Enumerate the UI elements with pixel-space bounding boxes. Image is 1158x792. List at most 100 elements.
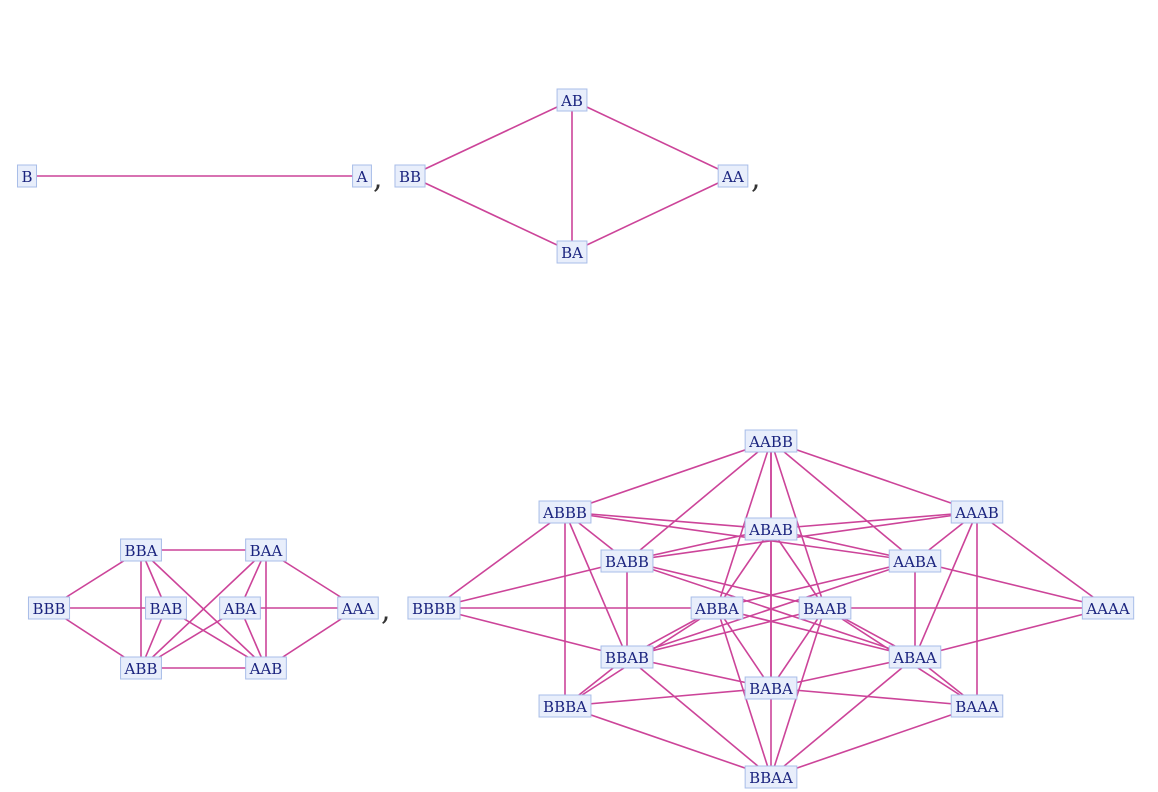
node-g3-AAA: AAA	[337, 596, 379, 620]
separator-comma-2: ,	[751, 161, 761, 196]
edge-g4-BAAB-BBAB	[626, 607, 826, 658]
edge-g4-ABBB-ABAB	[564, 511, 772, 530]
edge-g4-BABA-BAAA	[770, 687, 978, 707]
node-g4-AAAB: AAAB	[950, 500, 1004, 524]
node-box	[120, 538, 162, 562]
node-label: BB	[399, 168, 421, 186]
node-g4-AABB: AABB	[744, 429, 798, 453]
node-label: BAB	[150, 600, 183, 618]
node-g3-BBA: BBA	[120, 538, 162, 562]
node-g4-BBAB: BBAB	[600, 645, 654, 669]
node-label: BABB	[605, 553, 649, 571]
node-box	[352, 164, 372, 188]
edge-g3-BAA-ABB	[140, 549, 267, 669]
edges-layer	[27, 99, 1109, 778]
node-g4-BBBB: BBBB	[407, 596, 461, 620]
node-label: AA	[721, 168, 744, 186]
edge-g4-ABBA-BABA	[716, 607, 772, 689]
node-label: AAA	[341, 600, 375, 618]
edge-g4-BBAB-BBAA	[626, 656, 772, 778]
node-box	[538, 694, 592, 718]
node-g1-B: B	[16, 164, 38, 188]
node-g3-AAB: AAB	[245, 656, 287, 680]
node-box	[219, 596, 261, 620]
node-label: AABB	[748, 433, 793, 451]
edge-g4-ABBB-BBAB	[564, 511, 628, 658]
node-label: BBB	[32, 600, 65, 618]
node-box	[798, 596, 852, 620]
node-label: A	[356, 168, 368, 186]
edge-g4-BABA-BBBA	[564, 687, 772, 707]
node-label: AAAA	[1085, 600, 1129, 618]
node-g4-ABAB: ABAB	[744, 517, 798, 541]
node-label: ABA	[223, 600, 257, 618]
node-box	[744, 765, 798, 789]
node-label: BBBB	[412, 600, 456, 618]
node-label: ABBB	[542, 504, 587, 522]
edge-g2-AB-AA	[571, 99, 734, 177]
node-label: AB	[560, 92, 583, 110]
node-box	[556, 88, 588, 112]
edge-g4-ABBA-ABAA	[716, 607, 916, 658]
edge-g4-AABB-ABBA	[716, 440, 772, 609]
edge-g2-AA-BA	[571, 175, 734, 253]
node-g4-BABB: BABB	[600, 549, 654, 573]
node-label: ABAB	[748, 521, 793, 539]
node-g4-ABBB: ABBB	[538, 500, 592, 524]
edge-g4-AABB-AAAB	[770, 440, 978, 513]
edge-g4-AAAB-ABAB	[770, 511, 978, 530]
edge-g4-BAAB-BBAA	[770, 607, 826, 778]
edge-g4-ABAB-ABBA	[716, 528, 772, 609]
node-g3-BBB: BBB	[27, 596, 71, 620]
node-g4-BBBA: BBBA	[538, 694, 592, 718]
node-label: ABBA	[694, 600, 739, 618]
node-box	[120, 656, 162, 680]
node-box	[888, 645, 942, 669]
node-g1-A: A	[352, 164, 372, 188]
node-label: AAB	[249, 660, 283, 678]
edge-g4-ABBA-BBAA	[716, 607, 772, 778]
node-box	[950, 694, 1004, 718]
node-box	[600, 645, 654, 669]
edge-g4-BBBB-BBAB	[433, 607, 628, 658]
node-box	[690, 596, 744, 620]
node-box	[245, 538, 287, 562]
node-box	[744, 517, 798, 541]
edge-g4-BAAB-BABA	[770, 607, 826, 689]
node-g2-AA: AA	[717, 164, 749, 188]
node-box	[744, 429, 798, 453]
edge-g4-BAAA-BBAA	[770, 705, 978, 778]
node-g3-ABA: ABA	[219, 596, 261, 620]
node-box	[394, 164, 426, 188]
node-box	[744, 676, 798, 700]
node-box	[16, 164, 38, 188]
node-g4-AAAA: AAAA	[1081, 596, 1135, 620]
edge-g4-AABA-BBAB	[626, 560, 916, 658]
node-g4-AABA: AABA	[888, 549, 942, 573]
node-box	[538, 500, 592, 524]
node-g2-BA: BA	[556, 240, 588, 264]
node-box	[407, 596, 461, 620]
node-g3-BAA: BAA	[245, 538, 287, 562]
node-g4-ABBA: ABBA	[690, 596, 744, 620]
edge-g4-AABA-ABBA	[716, 560, 916, 609]
node-box	[950, 500, 1004, 524]
edge-g2-AB-BB	[409, 99, 573, 177]
node-label: ABAA	[892, 649, 937, 667]
node-label: AAAB	[954, 504, 999, 522]
edge-g4-ABAB-BAAB	[770, 528, 826, 609]
edge-g4-AAAB-ABAA	[914, 511, 978, 658]
edge-g4-AABB-ABBB	[564, 440, 772, 513]
node-box	[717, 164, 749, 188]
node-box	[27, 596, 71, 620]
node-label: BA	[561, 244, 583, 262]
separator-comma-3: ,	[381, 593, 391, 628]
edge-g4-BBBA-BBAA	[564, 705, 772, 778]
node-g3-ABB: ABB	[120, 656, 162, 680]
node-label: BBA	[125, 542, 158, 560]
edge-g4-AABB-BABB	[626, 440, 772, 562]
edge-g4-ABAA-BBAA	[770, 656, 916, 778]
node-label: ABB	[124, 660, 158, 678]
node-g3-BAB: BAB	[145, 596, 187, 620]
